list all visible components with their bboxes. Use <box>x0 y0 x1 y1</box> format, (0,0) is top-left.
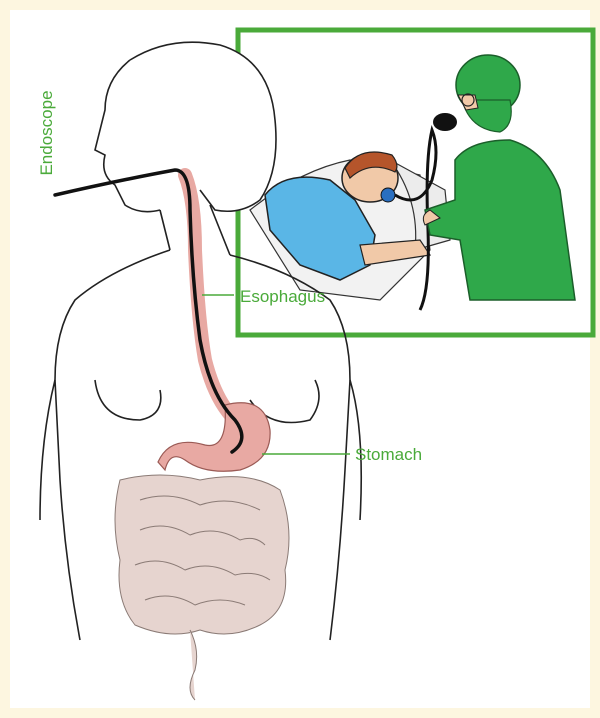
intestines-illustration <box>115 475 289 700</box>
stomach-label: Stomach <box>355 445 422 465</box>
stomach-shape <box>158 403 270 471</box>
endoscope-label: Endoscope <box>37 90 57 175</box>
esophagus-label: Esophagus <box>240 287 325 307</box>
